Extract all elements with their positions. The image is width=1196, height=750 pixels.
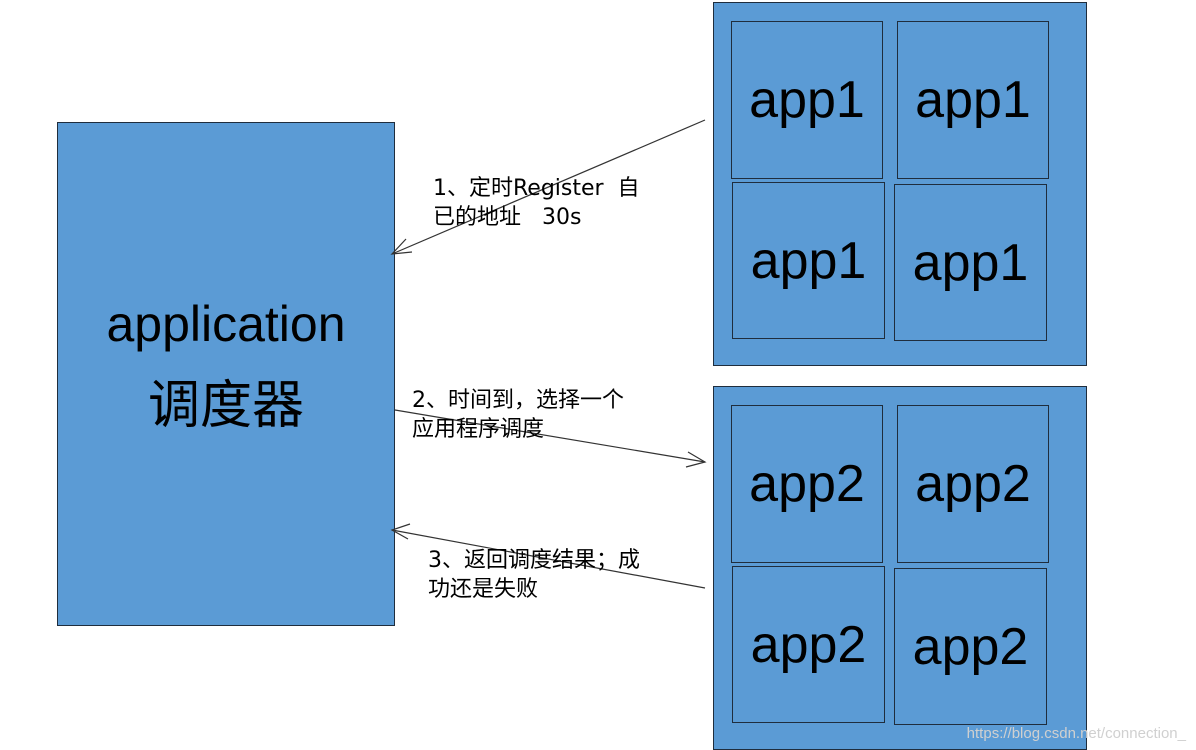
app-instance-box: app1 xyxy=(897,21,1049,179)
step-1-label: 1、定时Register 自 已的地址 30s xyxy=(433,176,640,230)
app-instance-box: app1 xyxy=(732,182,885,339)
step-2-label: 2、时间到，选择一个 应用程序调度 xyxy=(412,388,624,442)
app-label: app2 xyxy=(912,617,1029,676)
arrow-schedule xyxy=(394,409,706,463)
app-instance-box: app2 xyxy=(897,405,1049,563)
app-instance-box: app2 xyxy=(731,405,883,563)
app-group-1: app1 app1 app1 app1 xyxy=(713,2,1087,366)
app-label: app1 xyxy=(750,231,867,290)
step-3-label: 3、返回调度结果；成 功还是失败 xyxy=(428,548,640,602)
arrow-register xyxy=(391,119,706,255)
arrow-result xyxy=(391,529,706,589)
arrowhead-result xyxy=(390,523,411,540)
app-label: app2 xyxy=(749,455,865,513)
app-label: app2 xyxy=(750,615,867,674)
scheduler-title-line1: application xyxy=(106,296,346,352)
arrowhead-register xyxy=(390,238,413,255)
app-label: app1 xyxy=(749,71,865,129)
app-label: app1 xyxy=(912,233,1029,292)
app-group-2: app2 app2 app2 app2 xyxy=(713,386,1087,750)
app-label: app2 xyxy=(915,455,1031,513)
arrowhead-schedule xyxy=(685,451,707,468)
scheduler-box: application 调度器 xyxy=(57,122,395,626)
app-label: app1 xyxy=(915,71,1031,129)
scheduler-title-line2: 调度器 xyxy=(147,376,304,436)
watermark: https://blog.csdn.net/connection_ xyxy=(966,725,1186,742)
app-instance-box: app1 xyxy=(731,21,883,179)
app-instance-box: app1 xyxy=(894,184,1047,341)
app-instance-box: app2 xyxy=(894,568,1047,725)
app-instance-box: app2 xyxy=(732,566,885,723)
